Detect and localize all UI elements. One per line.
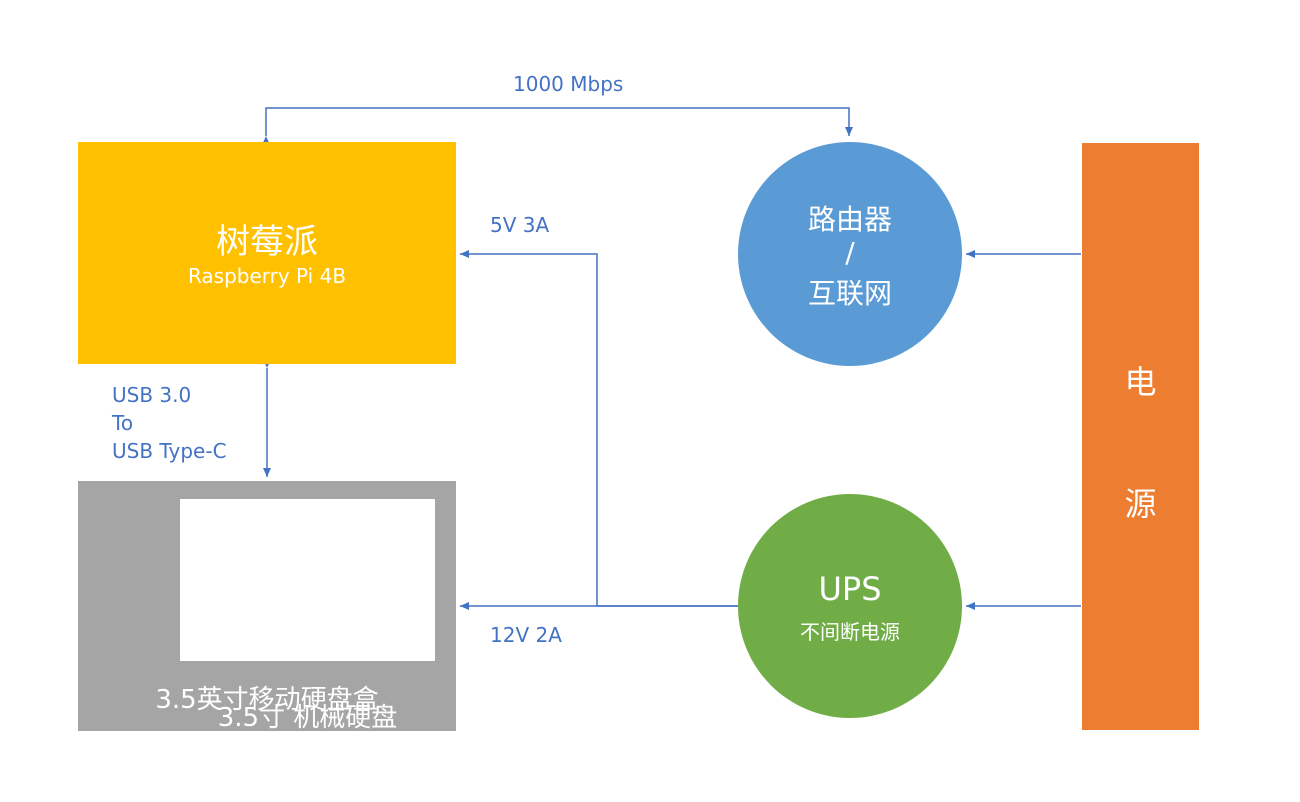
raspberry-pi-box: 树莓派 Raspberry Pi 4B: [78, 142, 456, 364]
power-label-char-1: 电: [1124, 363, 1157, 401]
router-separator: /: [845, 236, 855, 269]
usb-label-line-2: To: [112, 411, 134, 435]
power-source-bar: 电 源: [1082, 143, 1199, 730]
enclosure-label: 3.5英寸移动硬盘盒: [155, 685, 379, 715]
usb-label-line-1: USB 3.0: [112, 383, 192, 407]
raspberry-pi-subtitle: Raspberry Pi 4B: [187, 264, 347, 288]
power-label-char-2: 源: [1124, 485, 1157, 523]
hdd-enclosure-box: 3.5寸 机械硬盘 3.5英寸移动硬盘盒: [78, 481, 456, 733]
router-label: 路由器: [807, 203, 892, 236]
internet-label: 互联网: [807, 277, 892, 310]
pi-power-label: 5V 3A: [490, 213, 550, 237]
pi-power-link: [460, 250, 738, 607]
ups-circle: UPS 不间断电源: [738, 494, 962, 718]
usb-label: USB 3.0 To USB Type-C: [112, 381, 227, 465]
raspberry-pi-title: 树莓派: [216, 222, 318, 262]
usb-label-line-3: USB Type-C: [112, 439, 227, 463]
hdd-power-label: 12V 2A: [490, 623, 562, 647]
ups-subtitle: 不间断电源: [800, 620, 900, 644]
network-speed-label: 1000 Mbps: [513, 72, 624, 96]
hdd-box: 3.5寸 机械硬盘: [180, 499, 435, 733]
hdd-label: 3.5寸 机械硬盘: [217, 703, 398, 733]
network-link: [262, 107, 853, 145]
ups-title: UPS: [818, 570, 882, 608]
router-circle: 路由器 / 互联网: [738, 142, 962, 366]
